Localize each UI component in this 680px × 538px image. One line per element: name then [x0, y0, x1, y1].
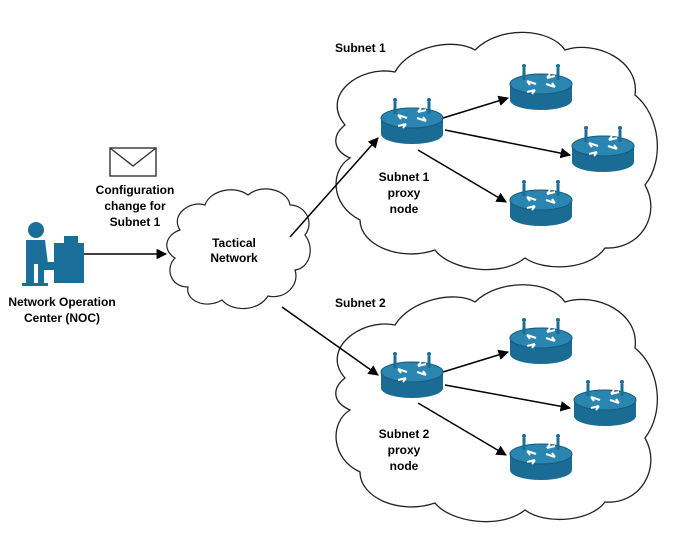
tactical-network-label-line1: Tactical: [212, 236, 256, 250]
subnet-2-proxy-label-line3: node: [390, 459, 419, 473]
subnet-1-proxy-label-line3: node: [390, 202, 419, 216]
tactical-network-cloud: [166, 188, 311, 310]
subnet-2-proxy-label-line2: proxy: [388, 443, 421, 457]
subnet-2-cloud: [335, 284, 658, 523]
subnet-1-proxy-label-line2: proxy: [388, 186, 421, 200]
noc-label-line2: Center (NOC): [24, 311, 100, 325]
config-change-label-line3: Subnet 1: [110, 215, 161, 229]
proxy2-to-router-2c-arrow: [417, 402, 507, 456]
proxy1-to-router-1c-arrow: [417, 149, 507, 203]
tactical-network-label-line2: Network: [210, 251, 258, 265]
subnet-1-proxy-label-line1: Subnet 1: [379, 170, 430, 184]
proxy2-to-router-2b-arrow: [444, 384, 572, 412]
proxy1-to-router-1a-arrow: [442, 95, 510, 119]
tactical-to-subnet2-arrow: [281, 306, 379, 376]
subnet-1-cloud: [335, 31, 658, 271]
subnet-2-title: Subnet 2: [335, 296, 386, 310]
proxy2-to-router-2a-arrow: [442, 349, 510, 373]
operator-at-workstation-icon: [22, 222, 84, 286]
envelope-icon: [109, 147, 157, 177]
config-change-label-line1: Configuration: [96, 183, 175, 197]
noc-label-line1: Network Operation: [8, 295, 115, 309]
config-change-label-line2: change for: [104, 199, 166, 213]
subnet-1-title: Subnet 1: [335, 41, 386, 55]
proxy1-to-router-1b-arrow: [444, 129, 572, 159]
tactical-to-subnet1-arrow: [289, 137, 379, 238]
subnet-2-proxy-label-line1: Subnet 2: [379, 427, 430, 441]
